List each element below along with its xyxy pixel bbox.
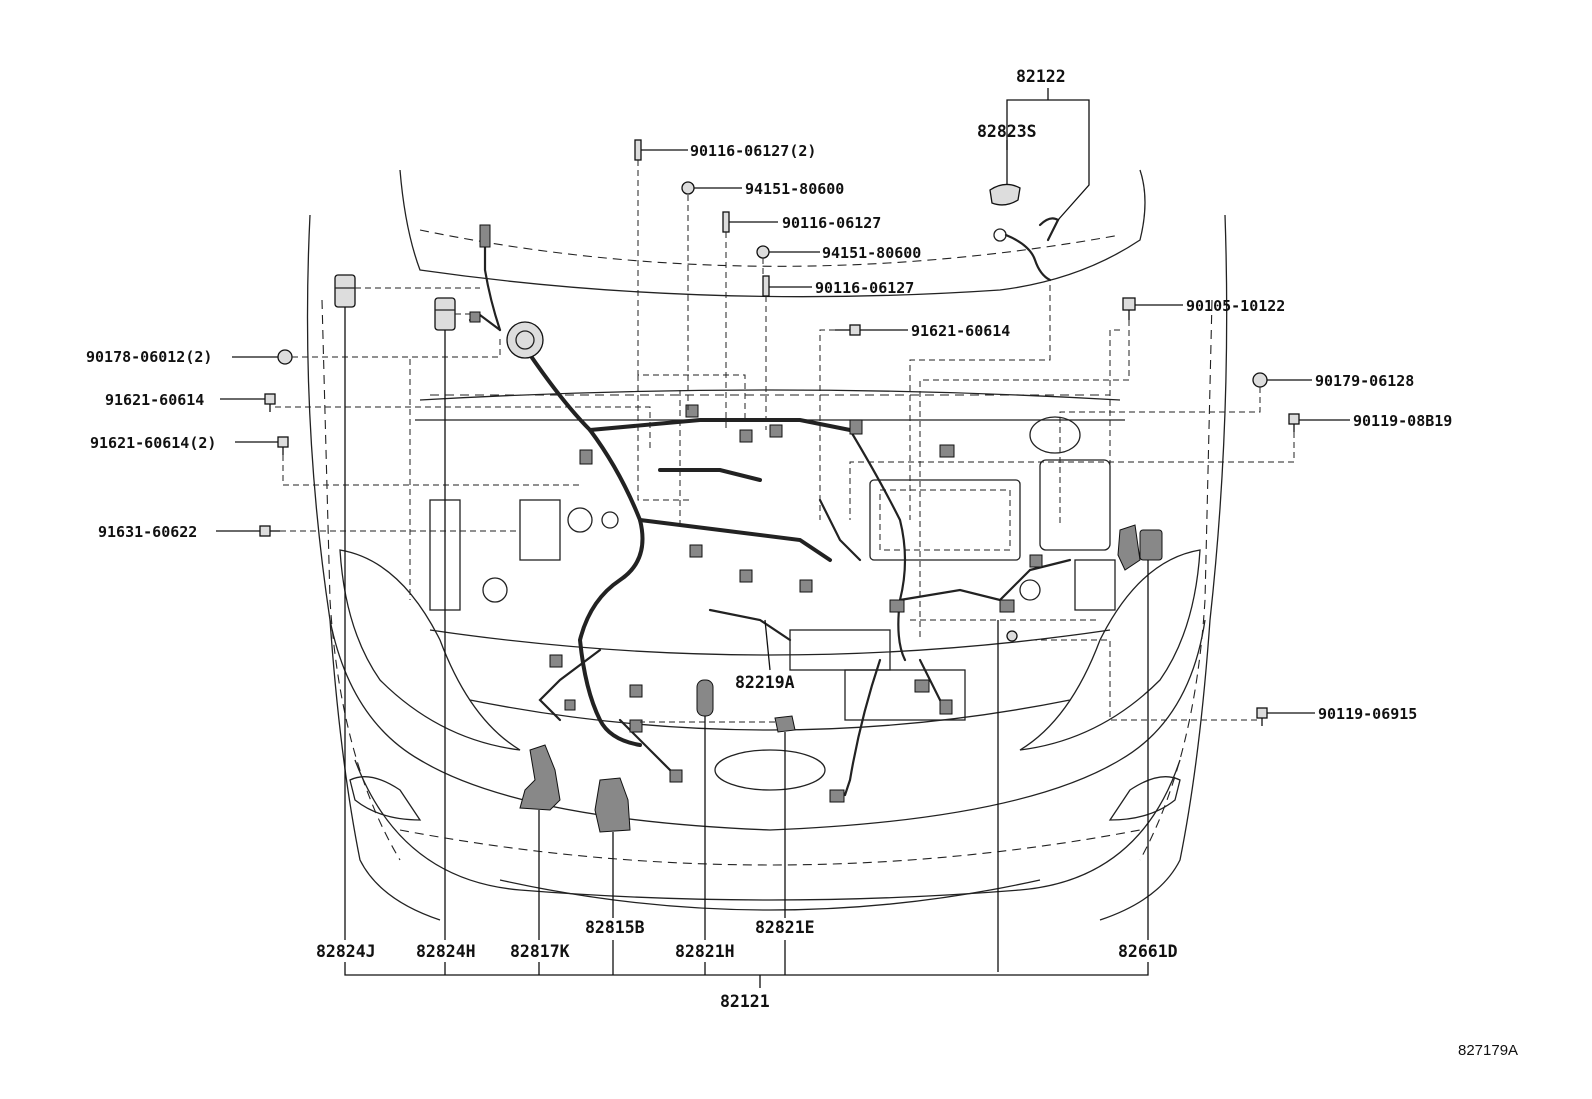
- nut-94151-80600-b-icon: [756, 245, 770, 259]
- label-90105-10122: 90105-10122: [1186, 297, 1285, 315]
- part-82661D-relay-block: [1117, 524, 1163, 571]
- part-82824J-connector: [334, 274, 356, 308]
- bolt-90105-10122-icon: [1122, 297, 1136, 320]
- bolt-91621-60614-2-icon: [277, 436, 289, 455]
- part-82122-ground-wire: [993, 217, 1060, 282]
- bolt-90116-06127-b-icon: [762, 275, 770, 297]
- label-82821E: 82821E: [755, 918, 815, 937]
- reference-lines: [275, 160, 1295, 723]
- label-90119-06915: 90119-06915: [1318, 705, 1417, 723]
- bolt-91621-60614-b-icon: [264, 393, 276, 412]
- diagram-id: 827179A: [1458, 1042, 1518, 1059]
- part-82815B-protector: [594, 777, 631, 833]
- label-91621-60614-2: 91621-60614(2): [90, 434, 216, 452]
- nut-94151-80600-a-icon: [681, 181, 695, 195]
- label-90116-06127-a: 90116-06127: [782, 214, 881, 232]
- label-82122: 82122: [1016, 67, 1066, 86]
- wire-harness-82121: [468, 238, 1072, 797]
- label-82121: 82121: [720, 992, 770, 1011]
- bolt-90119-08B19-icon: [1288, 413, 1300, 432]
- label-82815B: 82815B: [585, 918, 645, 937]
- bolt-90116-06127-2-icon: [634, 139, 642, 161]
- label-82824H: 82824H: [416, 942, 476, 961]
- label-91631-60622: 91631-60622: [98, 523, 197, 541]
- label-90116-06127-2: 90116-06127(2): [690, 142, 816, 160]
- bolt-91631-60622-icon: [259, 525, 280, 537]
- clip-90178-06012-icon: [277, 349, 293, 365]
- nut-engine-icon: [1006, 630, 1018, 642]
- bolt-90116-06127-a-icon: [722, 211, 730, 233]
- label-94151-80600-b: 94151-80600: [822, 244, 921, 262]
- part-82821E-clamp: [774, 715, 796, 733]
- label-90178-06012-2: 90178-06012(2): [86, 348, 212, 366]
- part-82824H-connector: [434, 297, 456, 331]
- label-82219A: 82219A: [735, 673, 795, 692]
- bolt-90119-06915-icon: [1256, 707, 1268, 726]
- part-labels: 82122 82823S 90116-06127(2) 94151-80600 …: [86, 67, 1518, 1059]
- label-82821H: 82821H: [675, 942, 735, 961]
- label-82661D: 82661D: [1118, 942, 1178, 961]
- label-82824J: 82824J: [316, 942, 376, 961]
- label-90179-06128: 90179-06128: [1315, 372, 1414, 390]
- label-82823S: 82823S: [977, 122, 1037, 141]
- part-82823S-cover: [989, 183, 1021, 206]
- label-90119-08B19: 90119-08B19: [1353, 412, 1452, 430]
- label-94151-80600-a: 94151-80600: [745, 180, 844, 198]
- part-82821H-grommet: [696, 679, 714, 717]
- bolt-91621-60614-a-icon: [835, 324, 861, 336]
- part-82817K-bracket: [519, 744, 561, 811]
- label-91621-60614-b: 91621-60614: [105, 391, 204, 409]
- label-91621-60614-a: 91621-60614: [911, 322, 1010, 340]
- label-82817K: 82817K: [510, 942, 570, 961]
- nut-90179-06128-icon: [1252, 372, 1268, 388]
- harness-connectors: [469, 224, 1043, 803]
- leader-lines: [216, 88, 1350, 988]
- label-90116-06127-b: 90116-06127: [815, 279, 914, 297]
